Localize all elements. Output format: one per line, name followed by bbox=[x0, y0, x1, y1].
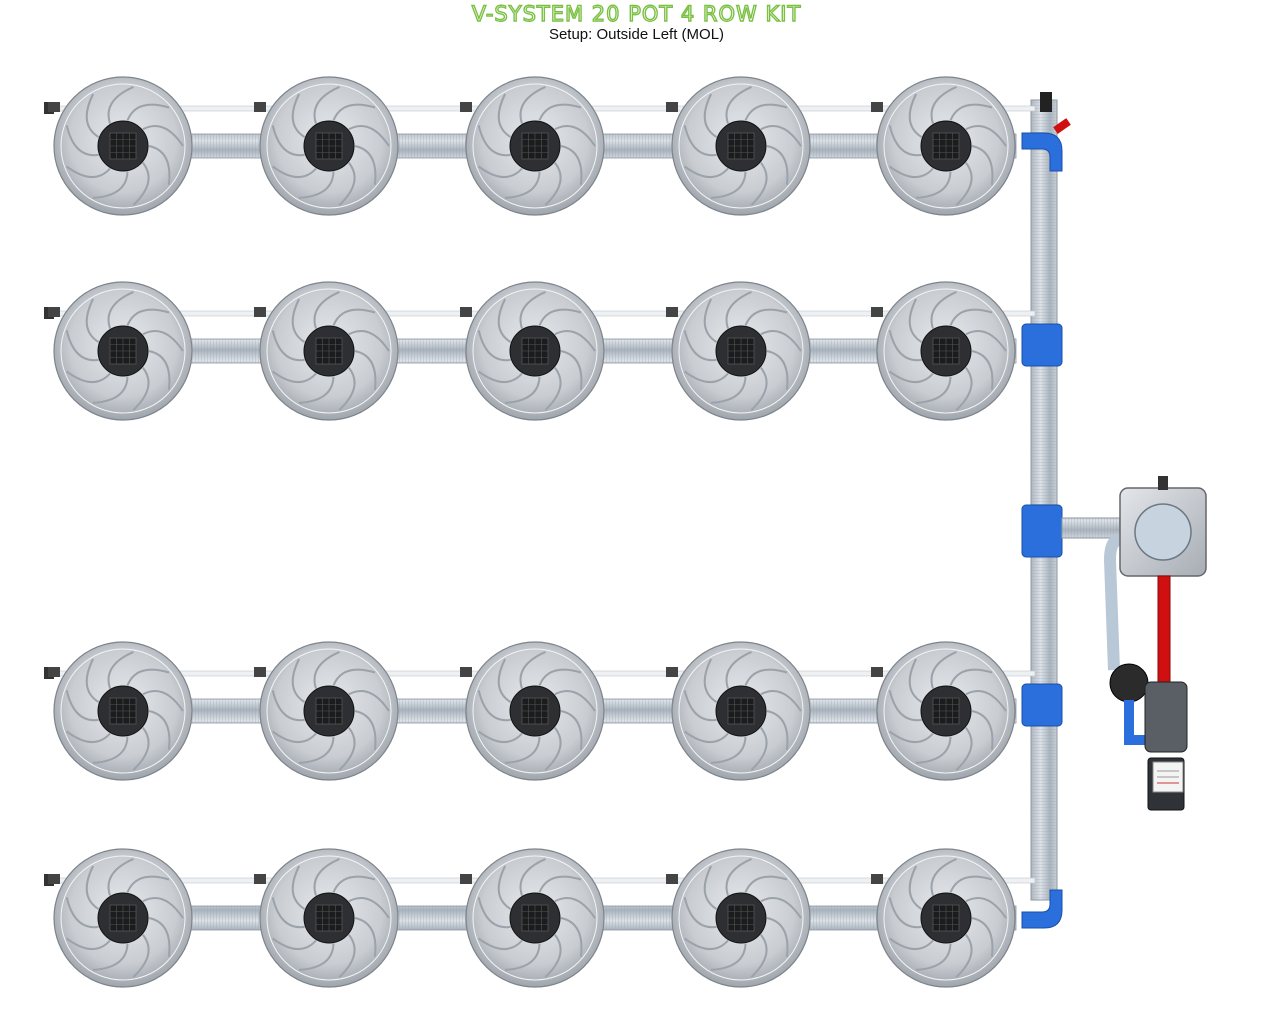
pot-icon bbox=[48, 848, 193, 988]
pot-rows bbox=[44, 76, 1036, 988]
pot-icon bbox=[254, 281, 399, 421]
label-plate-icon bbox=[1152, 761, 1184, 793]
pot-icon bbox=[460, 76, 605, 216]
pot-icon bbox=[871, 281, 1016, 421]
pot-icon bbox=[48, 641, 193, 781]
pot-icon bbox=[871, 848, 1016, 988]
pot-icon bbox=[666, 76, 811, 216]
pot-icon bbox=[871, 76, 1016, 216]
pot-icon bbox=[460, 641, 605, 781]
pot-icon bbox=[666, 848, 811, 988]
main-manifold-pipe bbox=[1030, 92, 1058, 901]
pot-row bbox=[44, 848, 1036, 988]
manifold-connectors bbox=[1021, 132, 1063, 929]
pot-icon bbox=[48, 281, 193, 421]
pot-icon bbox=[254, 848, 399, 988]
pot-row bbox=[44, 76, 1036, 216]
pot-icon bbox=[460, 281, 605, 421]
diagram-subtitle: Setup: Outside Left (MOL) bbox=[548, 26, 725, 43]
pot-icon bbox=[254, 641, 399, 781]
tank-icon bbox=[1119, 476, 1207, 577]
pot-icon bbox=[666, 281, 811, 421]
pot-row bbox=[44, 641, 1036, 781]
pot-row bbox=[44, 281, 1036, 421]
tank-branch bbox=[1061, 517, 1125, 671]
pot-icon bbox=[48, 76, 193, 216]
pot-icon bbox=[666, 641, 811, 781]
filter-icon bbox=[1109, 663, 1149, 745]
pot-icon bbox=[254, 76, 399, 216]
pot-icon bbox=[460, 848, 605, 988]
pot-icon bbox=[871, 641, 1016, 781]
valve-icon bbox=[1053, 118, 1171, 687]
diagram-title: V-SYSTEM 20 POT 4 ROW KIT bbox=[471, 1, 802, 26]
